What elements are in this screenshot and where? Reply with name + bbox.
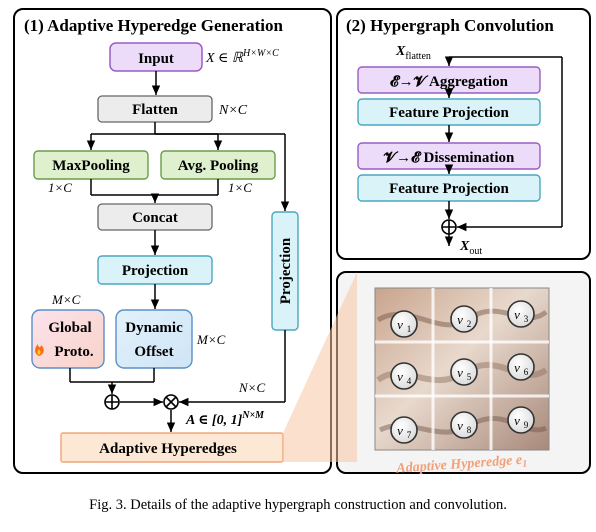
maxpooling-dim: 1×C (48, 180, 72, 195)
global-label-2: Proto. (54, 344, 94, 360)
svg-text:6: 6 (524, 367, 529, 377)
x-flatten-label: Xflatten (395, 44, 431, 62)
dynamic-label-2: Offset (134, 344, 173, 360)
fire-icon (35, 344, 44, 356)
feature-projection-label-1: Feature Projection (389, 105, 509, 121)
a-label: A ∈ [0, 1]N×M (185, 410, 265, 428)
panel1-title: (1) Adaptive Hyperedge Generation (24, 16, 283, 35)
svg-text:v: v (457, 365, 463, 380)
svg-text:v: v (397, 317, 403, 332)
projection-dim: M×C (51, 292, 81, 307)
input-dim: X ∈ ℝH×W×C (205, 48, 279, 66)
multiply-node (163, 394, 179, 410)
figure-caption: Fig. 3. Details of the adaptive hypergra… (89, 497, 507, 513)
panel-hypergraph-convolution (336, 8, 591, 260)
svg-text:8: 8 (467, 425, 472, 435)
svg-text:9: 9 (524, 420, 529, 430)
svg-text:5: 5 (467, 372, 472, 382)
x-out-label: Xout (459, 239, 482, 257)
avgpooling-label: Avg. Pooling (178, 158, 259, 174)
input-label: Input (138, 51, 174, 67)
svg-text:v: v (514, 413, 520, 428)
dynamic-label-1: Dynamic (125, 320, 183, 336)
dynamic-dim: M×C (196, 332, 226, 347)
svg-text:v: v (457, 418, 463, 433)
svg-text:v: v (514, 307, 520, 322)
concat-label: Concat (132, 210, 178, 226)
residual-add-node (441, 219, 457, 235)
svg-text:3: 3 (524, 314, 529, 324)
svg-text:v: v (514, 360, 520, 375)
adaptive-hyperedges-label: Adaptive Hyperedges (99, 441, 237, 457)
svg-text:4: 4 (407, 376, 412, 386)
panel1-arrows (69, 71, 290, 432)
svg-text:v: v (457, 312, 463, 327)
avgpooling-dim: 1×C (228, 180, 252, 195)
panel2-title: (2) Hypergraph Convolution (346, 16, 554, 35)
global-proto-box (31, 309, 105, 369)
feature-projection-label-2: Feature Projection (389, 181, 509, 197)
side-projection-label: Projection (278, 237, 294, 304)
svg-text:2: 2 (467, 319, 472, 329)
global-label-1: Global (48, 320, 91, 336)
zoom-projection (283, 272, 357, 462)
flatten-dim: N×C (218, 103, 248, 118)
dissemination-label: 𝓥→𝓔 Dissemination (383, 150, 515, 166)
svg-text:7: 7 (407, 430, 412, 440)
aggregation-label: 𝓔→𝓥 Aggregation (390, 74, 509, 90)
svg-text:1: 1 (407, 324, 412, 334)
projection-label: Projection (122, 263, 189, 279)
add-node (104, 394, 120, 410)
svg-text:v: v (397, 423, 403, 438)
flatten-label: Flatten (132, 102, 178, 118)
panel2-arrows (444, 56, 563, 246)
maxpooling-label: MaxPooling (52, 158, 130, 174)
svg-text:v: v (397, 369, 403, 384)
side-dim: N×C (238, 380, 265, 395)
